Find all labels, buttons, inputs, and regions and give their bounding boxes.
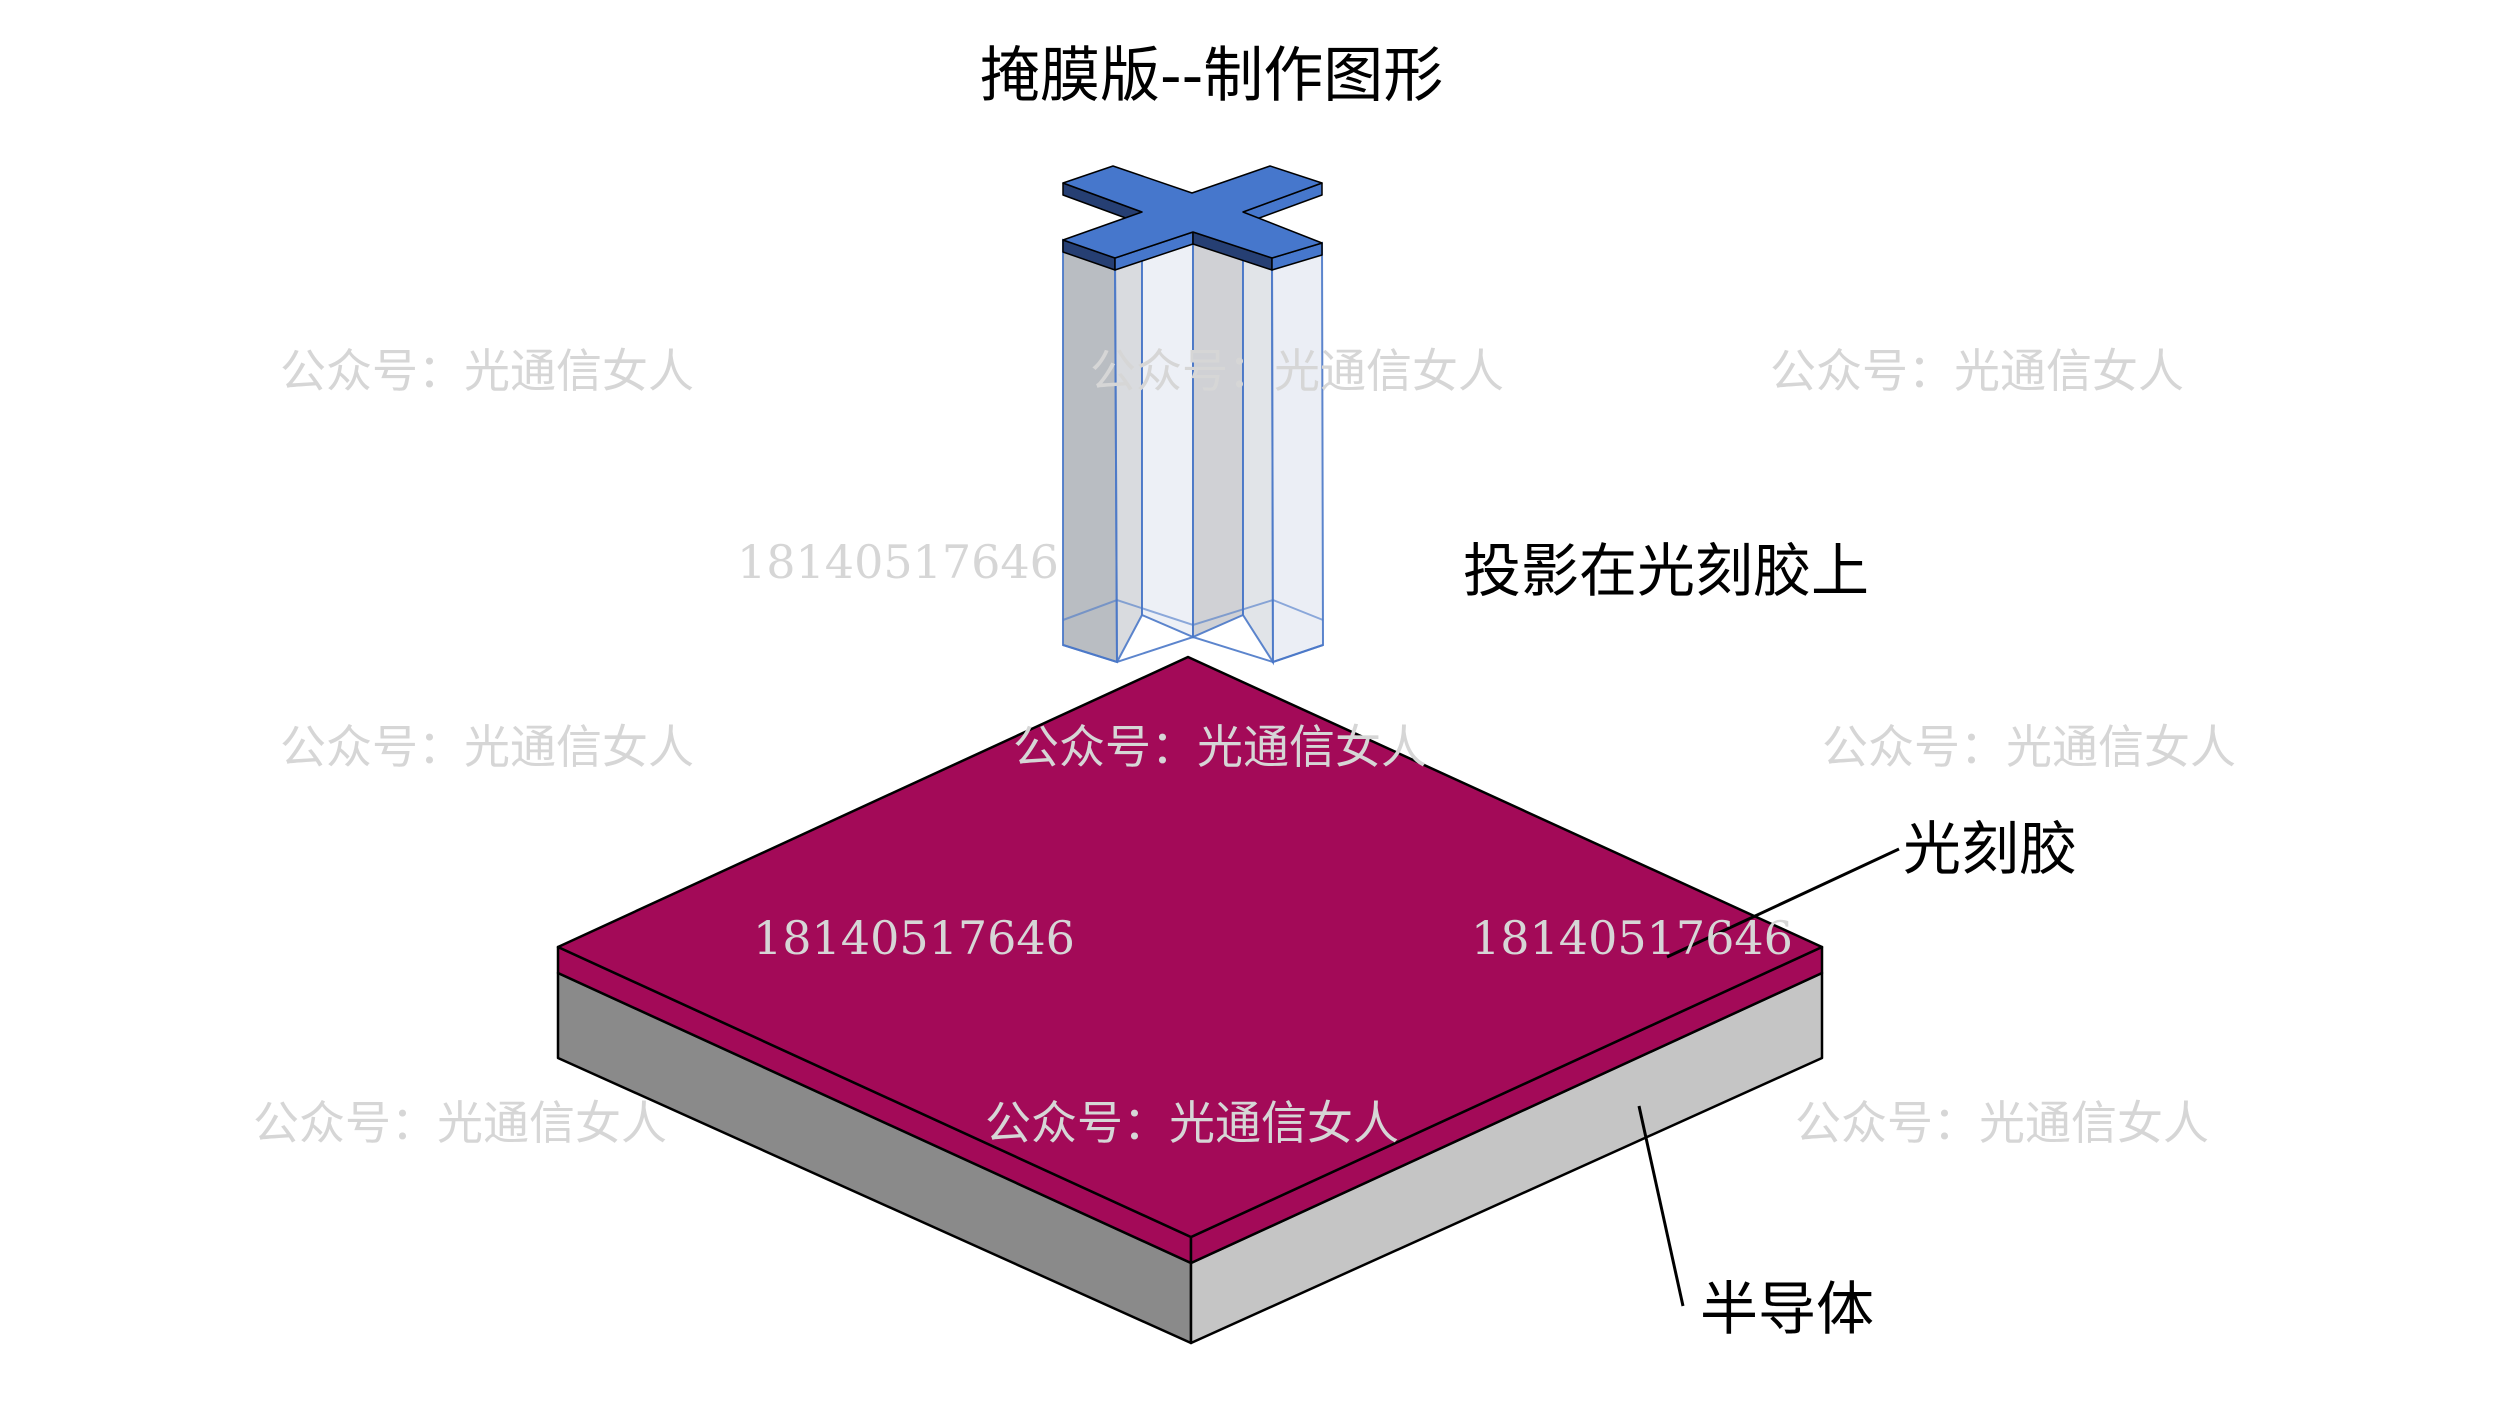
photoresist-leader-line (1666, 847, 1900, 959)
photoresist-top (556, 655, 1824, 1239)
pillar-face (1270, 241, 1325, 664)
projection-label: 投影在光刻胶上 (1463, 537, 1870, 605)
semiconductor-label: 半导体 (1700, 1275, 1875, 1343)
pillar-face (1192, 230, 1244, 639)
pillar-face (1141, 230, 1194, 639)
pillar-face (1062, 238, 1119, 664)
semiconductor-leader-line (1637, 1105, 1685, 1307)
pillar-base-outline (1062, 635, 1324, 664)
diagram-title: 掩膜版--制作图形 (980, 41, 1444, 111)
projection-pillar (1062, 230, 1325, 666)
mask-cross (1062, 165, 1323, 271)
pillar-face (1242, 244, 1275, 666)
photoresist-layer (556, 655, 1824, 1265)
mask-top (1062, 165, 1323, 259)
photoresist-label: 光刻胶 (1903, 815, 2078, 883)
pillar-base-inner (1062, 598, 1324, 627)
